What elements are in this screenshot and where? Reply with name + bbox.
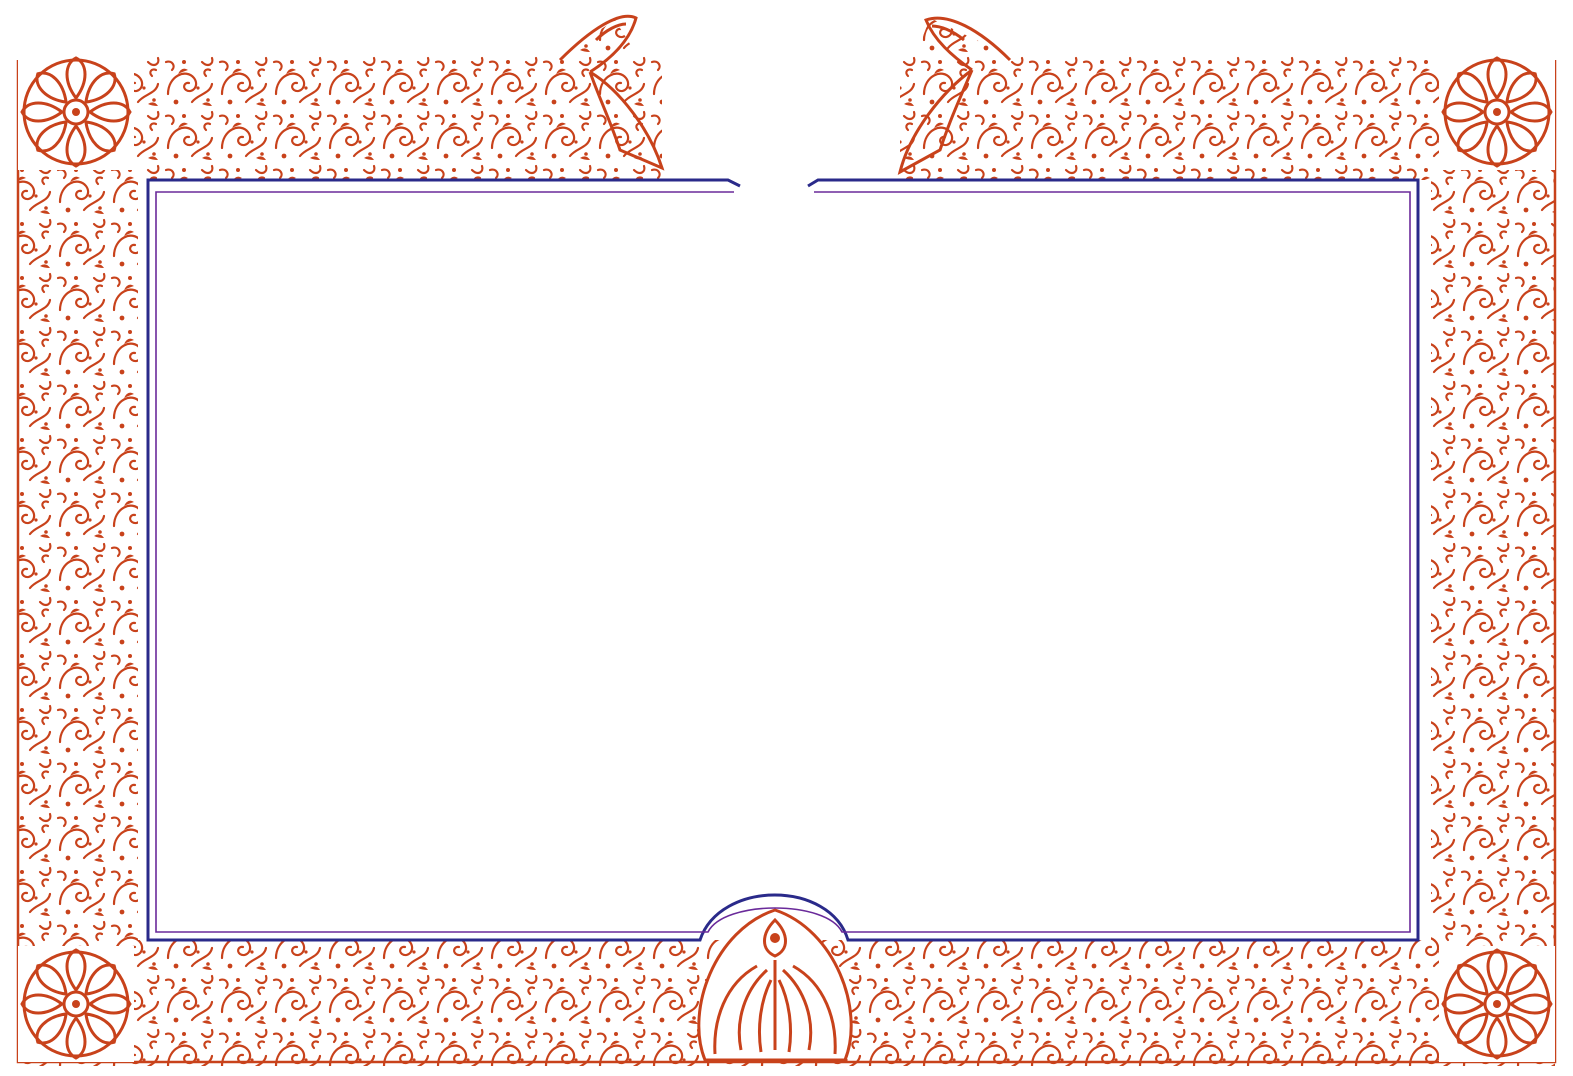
corner-rosette-icon	[18, 946, 134, 1062]
corner-rosette-icon	[1439, 54, 1555, 170]
bottom-center-medallion-icon	[697, 908, 853, 1062]
inner-frame-lines	[146, 178, 1420, 942]
flame-leaf-icon	[897, 16, 1012, 175]
flame-leaf-icon	[558, 14, 665, 171]
corner-rosette-icon	[18, 54, 134, 170]
band-outline	[16, 60, 1557, 1064]
corner-rosette-icon	[1439, 946, 1555, 1062]
